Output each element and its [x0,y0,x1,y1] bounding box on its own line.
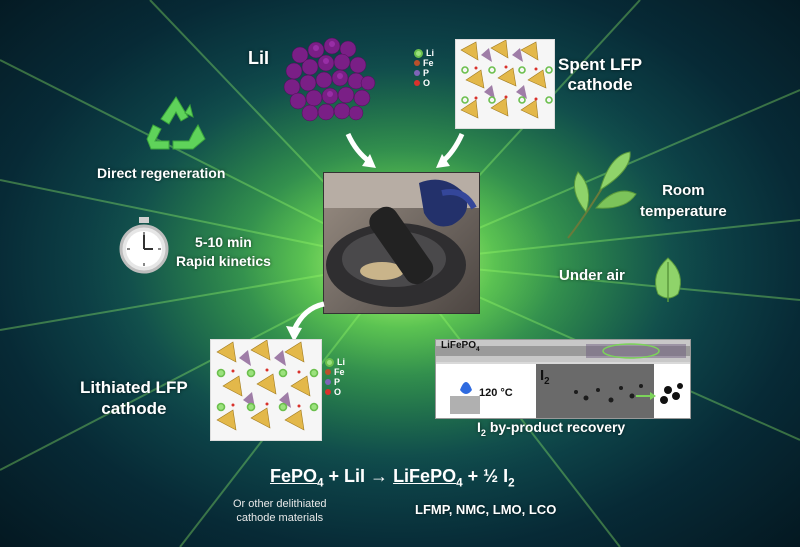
legend-li-2: Li [337,357,345,367]
kinetics-label: 5-10 min Rapid kinetics [176,233,271,271]
rapid-kinetics-text: Rapid kinetics [176,253,271,269]
legend-p-2: P [334,377,341,387]
caption-i: I [477,419,481,435]
o-legend-dot [414,80,420,86]
tube-label-text: LiFePO [441,340,477,351]
under-air-label: Under air [559,267,625,284]
lithiated-lfp-label: Lithiated LFP cathode [80,377,188,419]
equation-plus-lii: + LiI [323,466,371,486]
legend-o: O [423,78,431,88]
legend-fe: Fe [423,58,434,68]
legend-li: Li [426,48,434,58]
spent-lfp-line1: Spent LFP [558,55,643,74]
equation-plus-i2: + ½ I [462,466,509,486]
element-legend-top: Li Fe P O [414,48,434,88]
li-legend-dot [414,48,423,58]
other-materials-note: Or other delithiated cathode materials [233,497,327,525]
product1-text: LiFePO [393,466,457,486]
room-temp-line1: Room [662,182,705,199]
output-arrow [286,301,325,342]
p-legend-dot [414,70,420,76]
recovery-tube-label: LiFePO4 [441,340,480,353]
arrow-head-right [436,154,450,168]
spent-lfp-structure-image [455,39,555,129]
legend-fe-2: Fe [334,367,345,377]
iodine-recovery-photo: LiFePO4 120 °C I2 [435,339,691,419]
spent-lfp-label: Spent LFP cathode [558,55,642,95]
reaction-equation: FePO4 + LiI → LiFePO4 + ½ I2 [270,466,515,490]
reactant-fepo4: FePO4 [270,466,324,490]
recovery-temperature: 120 °C [479,387,513,399]
legend-p: P [423,68,430,78]
o-legend-dot-2 [325,389,331,395]
time-range-text: 5-10 min [195,234,252,250]
arrow-head-left [362,154,376,168]
stopwatch-icon [119,217,169,274]
materials-list: LFMP, NMC, LMO, LCO [415,502,557,517]
p-legend-dot-2 [325,379,331,385]
fe-legend-dot [414,60,420,66]
product2-sub: 2 [508,476,515,490]
room-temp-line2: temperature [640,203,727,220]
fe-legend-dot-2 [325,369,331,375]
lithiated-line1: Lithiated LFP [80,378,188,397]
i2-text: I [540,367,545,384]
caption-sub: 2 [480,427,486,438]
note-line2: cathode materials [236,512,324,524]
mortar-pestle-photo [323,172,480,314]
legend-o-2: O [334,387,342,397]
leaf-branch-icon [567,151,637,239]
reactant1-sub: 4 [317,476,324,490]
li-legend-dot-2 [325,357,334,367]
lii-crystal-image [283,37,376,122]
note-line1: Or other delithiated [233,498,327,510]
recovery-caption: I2 by-product recovery [477,419,625,438]
product-lifepo4: LiFePO4 [393,466,463,490]
caption-rest: by-product recovery [485,419,626,435]
spent-lfp-line2: cathode [567,75,633,94]
lii-label: LiI [248,48,269,68]
leaf-icon [655,257,681,302]
lithiated-lfp-structure-image [210,339,322,441]
lithiated-line2: cathode [101,399,167,418]
direct-regeneration-label: Direct regeneration [97,165,226,181]
recycle-icon [146,96,206,150]
i2-sub: 2 [544,376,550,387]
reaction-arrow: → [370,466,389,486]
element-legend-bottom: Li Fe P O [325,357,345,397]
room-temperature-label: Room temperature [640,180,727,222]
recovery-i2-label: I2 [540,367,550,387]
input-arrows [345,132,465,168]
product1-sub: 4 [456,476,463,490]
reactant1-text: FePO [270,466,318,486]
tube-label-sub: 4 [476,346,480,353]
